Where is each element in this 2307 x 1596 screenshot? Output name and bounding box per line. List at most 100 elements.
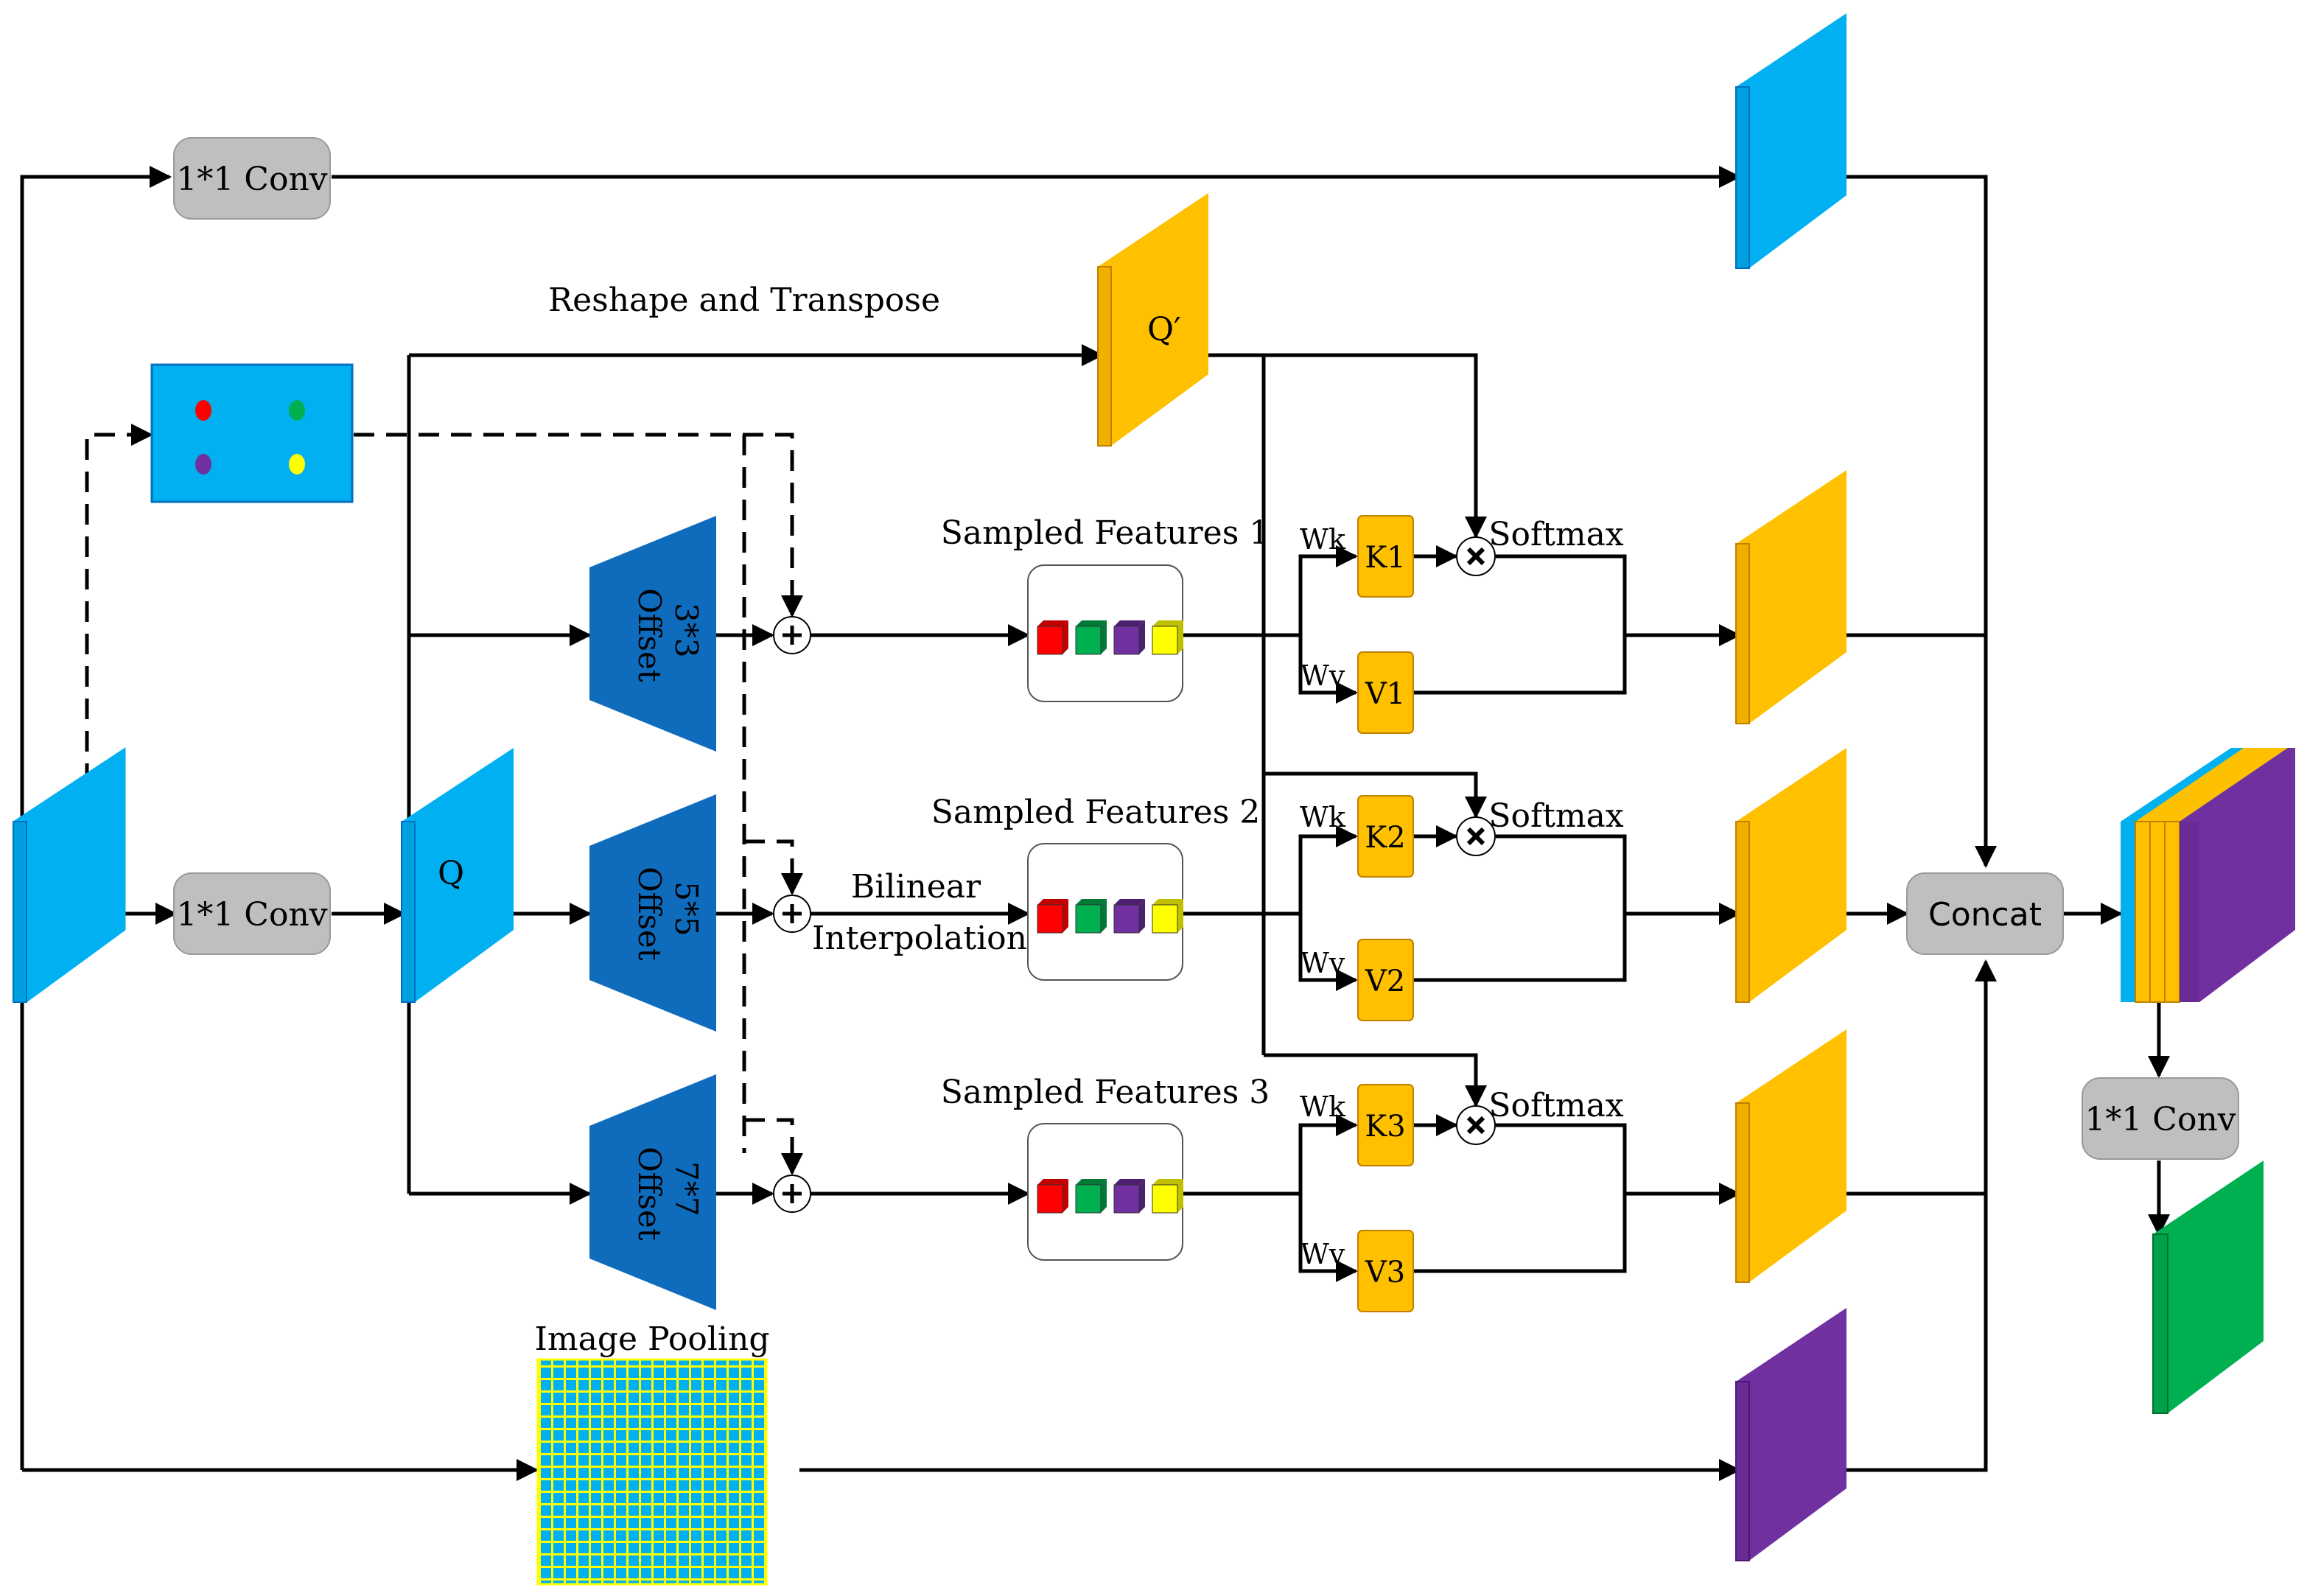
- plus-circle-3: [773, 1175, 811, 1213]
- q-prime-label: Q′: [1147, 311, 1181, 349]
- dashed-offset-lines: [85, 424, 803, 1175]
- softmax1-line: [1413, 554, 1627, 695]
- sampled-features-1-label: Sampled Features 1: [941, 514, 1270, 552]
- k1-label: K1: [1365, 541, 1405, 575]
- softmax-1-label: Softmax: [1488, 516, 1624, 553]
- concat-label: Concat: [1928, 896, 2042, 934]
- sampled-feature-boxes: [1027, 564, 1183, 1261]
- interpolation-label: Interpolation: [812, 920, 1027, 957]
- conv-top-label: 1*1 Conv: [176, 161, 327, 198]
- offset-3x3-line1: 3*3: [668, 603, 704, 657]
- yellow-cube: [1152, 620, 1183, 655]
- wk-2-label: Wk: [1300, 801, 1346, 833]
- offset-7x7-line2: Offset: [631, 1147, 668, 1241]
- yellow-cube: [1152, 1179, 1183, 1214]
- sampled3-fork-v: [1298, 1194, 1358, 1282]
- red-cube: [1037, 1179, 1068, 1214]
- offset-5x5-line1: 5*5: [668, 881, 704, 936]
- multiply-circle-2: [1456, 816, 1496, 856]
- red-cube: [1037, 899, 1068, 934]
- plus-circle-1: [773, 616, 811, 654]
- offset-7x7-block: 7*7 Offset: [589, 1074, 716, 1310]
- image-pooling-grid: Image Pooling: [535, 1320, 770, 1586]
- sampled-features-3-label: Sampled Features 3: [941, 1074, 1270, 1111]
- offsetbox-to-plus1-dashed: [354, 433, 803, 617]
- concat-box: Concat: [1906, 872, 2064, 955]
- left-trunk-line: [20, 166, 172, 1470]
- green-cube: [1075, 620, 1107, 655]
- v1-label: V1: [1365, 677, 1405, 711]
- offset-sample-box: [150, 363, 354, 503]
- wv-1-label: Wv: [1300, 659, 1345, 692]
- yellow-dot: [289, 454, 305, 475]
- q-feature-map: Q: [401, 748, 514, 1003]
- v2-box: V2: [1357, 939, 1414, 1021]
- bilinear-label: Bilinear: [851, 868, 981, 906]
- q-prime-feature-map: Q′: [1097, 193, 1208, 447]
- qprime-to-mult3-line: [1264, 1053, 1487, 1107]
- purple-cube: [1113, 1179, 1145, 1214]
- sampled1-fork-k: [1298, 545, 1358, 635]
- k2-label: K2: [1365, 821, 1405, 855]
- orange-feature-map-2: [1735, 748, 1846, 1003]
- orange-feature-map-1: [1735, 470, 1846, 724]
- input-to-offsetbox-dashed: [85, 424, 153, 914]
- conv-right-label: 1*1 Conv: [2084, 1101, 2236, 1138]
- offset-3x3-line2: Offset: [631, 588, 668, 682]
- offset-5x5-line2: Offset: [631, 867, 668, 961]
- purple-dot: [195, 454, 211, 475]
- plus-circle-2: [773, 895, 811, 933]
- dashed-to-plus3: [744, 1118, 803, 1175]
- qprime-to-mult2-line: [1264, 771, 1487, 819]
- v3-label: V3: [1365, 1256, 1405, 1289]
- sampled-features-2-label: Sampled Features 2: [931, 794, 1261, 831]
- red-dot: [195, 400, 211, 421]
- sampled3-fork-k: [1298, 1114, 1358, 1194]
- q-label: Q: [438, 855, 464, 892]
- v3-box: V3: [1357, 1230, 1414, 1312]
- conv-right-box: 1*1 Conv: [2082, 1077, 2239, 1160]
- softmax-3-label: Softmax: [1488, 1087, 1624, 1124]
- k1-box: K1: [1357, 515, 1414, 598]
- offset-7x7-label: 7*7 Offset: [631, 1147, 704, 1241]
- purple-feature-map: [1735, 1308, 1846, 1561]
- offset-5x5-label: 5*5 Offset: [631, 867, 704, 961]
- wk-3-label: Wk: [1300, 1091, 1346, 1123]
- wv-2-label: Wv: [1300, 947, 1345, 979]
- k2-box: K2: [1357, 795, 1414, 878]
- dashed-to-plus2: [744, 839, 803, 895]
- sampled-features-box-3: [1027, 1123, 1183, 1261]
- top-blue-feature-map: [1735, 13, 1846, 269]
- softmax-2-label: Softmax: [1488, 797, 1624, 835]
- purple-cube: [1113, 899, 1145, 934]
- sampled1-fork-v: [1298, 635, 1358, 704]
- image-pooling-label: Image Pooling: [535, 1320, 770, 1358]
- qprime-to-mult1-line: [1208, 353, 1487, 539]
- wk-1-label: Wk: [1300, 523, 1346, 556]
- green-dot: [289, 400, 305, 421]
- stack-orange-layers: [2135, 748, 2288, 1003]
- v1-box: V1: [1357, 651, 1414, 734]
- conv-top-box: 1*1 Conv: [173, 137, 331, 220]
- multiply-circle-1: [1456, 536, 1496, 576]
- k3-box: K3: [1357, 1084, 1414, 1166]
- offset-3x3-block: 3*3 Offset: [589, 516, 716, 752]
- purple-cube: [1113, 620, 1145, 655]
- orange-feature-map-3: [1735, 1029, 1846, 1283]
- reshape-label: Reshape and Transpose: [548, 281, 940, 319]
- yellow-cube: [1152, 899, 1183, 934]
- offset-5x5-block: 5*5 Offset: [589, 794, 716, 1032]
- wv-3-label: Wv: [1300, 1238, 1345, 1270]
- red-cube: [1037, 620, 1068, 655]
- sampled-features-box-2: [1027, 843, 1183, 981]
- offset-7x7-line1: 7*7: [668, 1161, 704, 1216]
- k3-label: K3: [1365, 1110, 1405, 1144]
- sampled-features-box-1: [1027, 564, 1183, 702]
- concat-stack: [2121, 748, 2295, 1003]
- connector-lines: [20, 166, 2170, 1481]
- green-cube: [1075, 899, 1107, 934]
- multiply-circle-3: [1456, 1105, 1496, 1145]
- conv-mid-box: 1*1 Conv: [173, 872, 331, 955]
